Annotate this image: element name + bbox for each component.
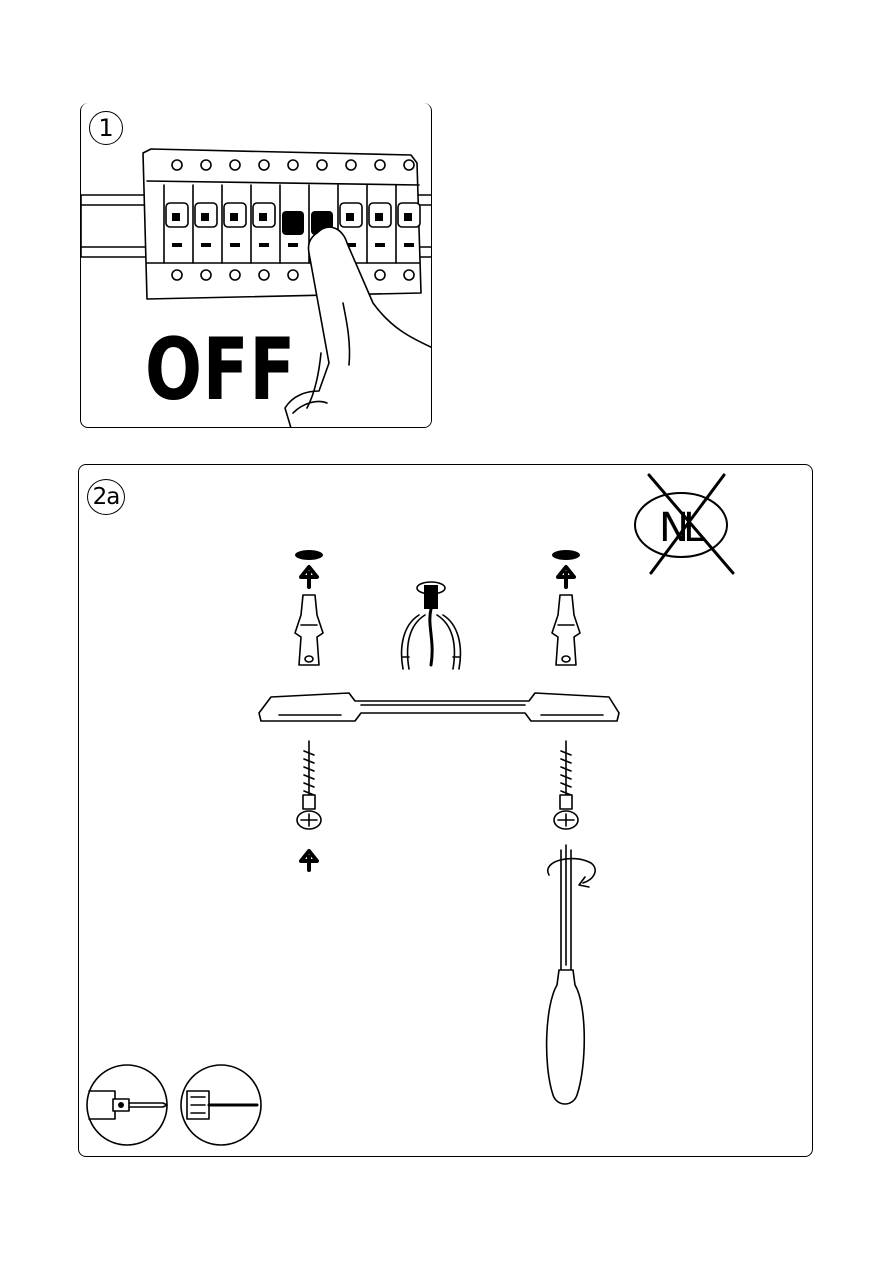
screwdriver bbox=[547, 845, 585, 1104]
drill-hole-right bbox=[552, 550, 580, 560]
mounting-illustration: N L bbox=[79, 465, 813, 1157]
off-label: OFF bbox=[145, 327, 296, 413]
drill-hole-left bbox=[295, 550, 323, 560]
supply-cable-icon bbox=[402, 582, 461, 669]
screw-left bbox=[297, 741, 321, 829]
arrow-up-screw bbox=[301, 851, 317, 870]
arrow-up-right bbox=[558, 567, 574, 587]
wall-plug-right bbox=[552, 595, 580, 665]
wall-plug-left bbox=[295, 595, 323, 665]
step-2a-panel: 2a N L bbox=[78, 464, 813, 1157]
mounting-bracket bbox=[259, 693, 619, 721]
screw-right bbox=[554, 741, 578, 829]
step-1-panel: 1 OFF bbox=[80, 103, 432, 428]
drill-icon bbox=[87, 1065, 167, 1145]
screwdriver-icon bbox=[181, 1065, 261, 1145]
arrow-up-left bbox=[301, 567, 317, 587]
no-NL-icon: N L bbox=[635, 475, 733, 573]
